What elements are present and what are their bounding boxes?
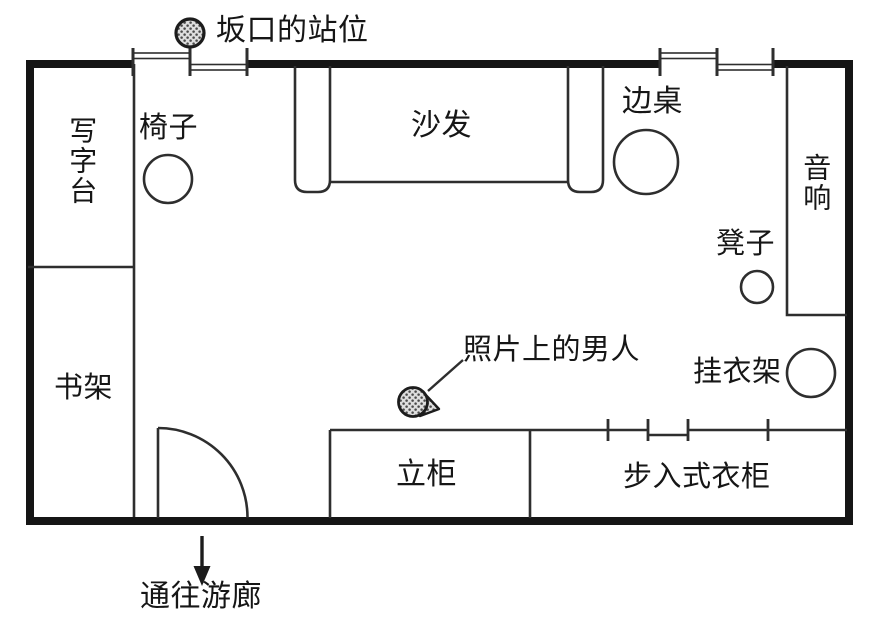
sofa-shape <box>293 66 605 194</box>
photo-man-label: 照片上的男人 <box>463 332 641 366</box>
stereo-label: 音响 <box>799 153 833 213</box>
door-swing-icon <box>156 426 249 518</box>
door-swing-arc <box>157 426 249 518</box>
sofa-label: 沙发 <box>411 108 472 143</box>
walk-in-closet-label: 步入式衣柜 <box>623 459 771 493</box>
room-walls <box>26 60 853 525</box>
sofa-left-arm <box>293 66 332 194</box>
stereo-shape <box>785 66 847 317</box>
stool-label: 凳子 <box>716 226 776 260</box>
desk-label: 写字台 <box>65 116 99 206</box>
cabinet-label: 立柜 <box>396 457 457 492</box>
cabinet-closet-row <box>328 419 847 518</box>
photo-man-marker <box>397 359 464 418</box>
coat-rack-label: 挂衣架 <box>693 354 782 388</box>
sofa-right-arm <box>566 66 605 194</box>
coat-rack-shape <box>785 347 837 399</box>
sakaguchi-position-label: 坂口的站位 <box>216 13 369 48</box>
sakaguchi-position-marker <box>174 17 206 49</box>
chair-label: 椅子 <box>139 110 199 144</box>
side-table-label: 边桌 <box>622 84 683 119</box>
stool-shape <box>739 269 775 305</box>
to-veranda-label: 通往游廊 <box>140 579 262 614</box>
chair-shape <box>142 153 194 205</box>
window-left-icon <box>131 48 249 76</box>
photo-man-leader-line <box>427 359 464 392</box>
veranda-arrow-icon <box>193 536 211 586</box>
side-table-shape <box>612 128 680 196</box>
bookshelf-label: 书架 <box>54 370 114 404</box>
window-right-icon <box>658 48 775 76</box>
